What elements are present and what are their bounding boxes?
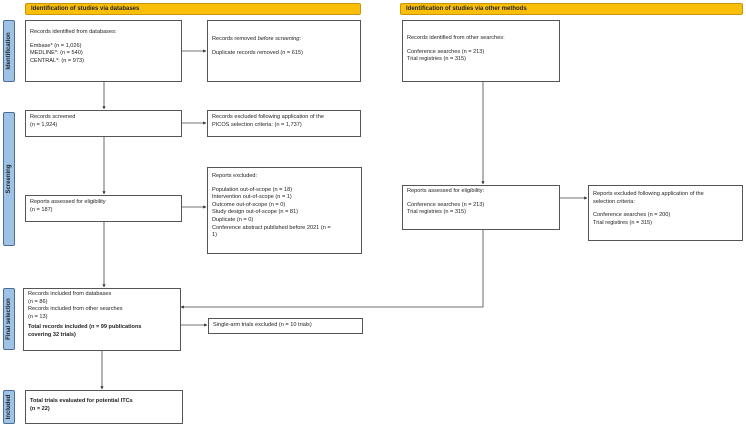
- box-line: Population out-of-scope (n = 18): [212, 186, 293, 193]
- records-screened-box: Records screened (n = 1,924): [25, 110, 182, 137]
- box-line: (n = 86): [28, 298, 48, 305]
- box-line: Records included from databases: [28, 291, 112, 297]
- box-line: Conference searches (n = 200): [593, 212, 671, 219]
- box-line: Records excluded following application o…: [212, 114, 324, 120]
- box-line: 1): [212, 232, 217, 239]
- box-line: CENTRAL*: (n = 973): [30, 57, 84, 64]
- box-line: Trial registires (n = 315): [593, 219, 653, 226]
- box-title: Reports excluded following application o…: [593, 191, 704, 197]
- box-line: Records included from other searches: [28, 306, 123, 313]
- records-identified-other-box: Records identified from other searches: …: [402, 20, 560, 82]
- box-line: Embase* (n = 1,026): [30, 42, 82, 49]
- total-trials-box: Total trials evaluated for potential ITC…: [25, 390, 183, 424]
- box-line: Duplicate records removed (n = 615): [212, 49, 303, 56]
- box-line: Conference abstract published before 202…: [212, 224, 331, 231]
- reports-excluded-box: Reports excluded: Population out-of-scop…: [207, 167, 362, 254]
- reports-excluded-other-box: Reports excluded following application o…: [588, 185, 743, 241]
- box-line: Reports assessed for eligibility: [30, 199, 106, 205]
- box-title: Reports excluded:: [212, 173, 258, 179]
- box-line: Duplicate (n = 0): [212, 216, 254, 223]
- box-line: Trial registries (n = 315): [407, 209, 467, 216]
- box-line-bold: Total trials evaluated for potential ITC…: [30, 398, 133, 404]
- banner-databases: Identification of studies via databases: [25, 3, 361, 15]
- box-line: PICOS selection criteria: (n = 1,737): [212, 121, 302, 128]
- box-line: MEDLINE*: (n = 540): [30, 50, 83, 57]
- picos-excluded-box: Records excluded following application o…: [207, 110, 361, 137]
- box-line: Single-arm trials excluded (n = 10 trial…: [213, 322, 312, 328]
- title-emphasis: before screening: [257, 36, 300, 42]
- box-title: Records removed before screening:: [212, 36, 356, 44]
- box-title: selection criteria:: [593, 198, 635, 205]
- reports-assessed-other-box: Reports assessed for eligibility: Confer…: [402, 185, 560, 230]
- box-title: Records identified from other searches:: [407, 35, 505, 41]
- records-included-box: Records included from databases (n = 86)…: [23, 288, 181, 351]
- box-line: Study design out-of-scope (n = 81): [212, 209, 298, 216]
- box-line: Outcome out-of-scope (n = 0): [212, 201, 286, 208]
- box-line: Trial registries (n = 315): [407, 56, 467, 63]
- box-line: (n = 187): [30, 206, 53, 213]
- box-line: Conference searches (n = 213): [407, 48, 485, 55]
- box-line-bold: Total records included (n = 99 publicati…: [28, 324, 142, 331]
- title-text: Records removed: [212, 36, 258, 42]
- phase-identification: Identification: [3, 20, 15, 82]
- box-line-bold: (n = 22): [30, 405, 50, 412]
- box-line-bold: covering 32 trials): [28, 331, 76, 338]
- banner-other-methods: Identification of studies via other meth…: [400, 3, 743, 15]
- box-line: (n = 1,924): [30, 121, 58, 128]
- title-text: :: [299, 36, 301, 42]
- box-line: Conference searches (n = 213): [407, 201, 485, 208]
- phase-final-selection: Final selection: [3, 288, 15, 350]
- reports-assessed-box: Reports assessed for eligibility (n = 18…: [25, 195, 182, 222]
- records-removed-box: Records removed before screening: Duplic…: [207, 20, 361, 82]
- box-line: Records screened: [30, 114, 76, 120]
- box-title: Reports assessed for eligibility:: [407, 188, 485, 194]
- phase-screening: Screening: [3, 112, 15, 246]
- single-arm-excluded-box: Single-arm trials excluded (n = 10 trial…: [208, 318, 363, 334]
- phase-included: Included: [3, 390, 15, 424]
- box-line: Intervention out-of-scope (n = 1): [212, 194, 292, 201]
- box-title: Records identified from databases:: [30, 29, 117, 35]
- records-identified-databases-box: Records identified from databases: Embas…: [25, 20, 182, 82]
- box-line: (n = 13): [28, 313, 48, 320]
